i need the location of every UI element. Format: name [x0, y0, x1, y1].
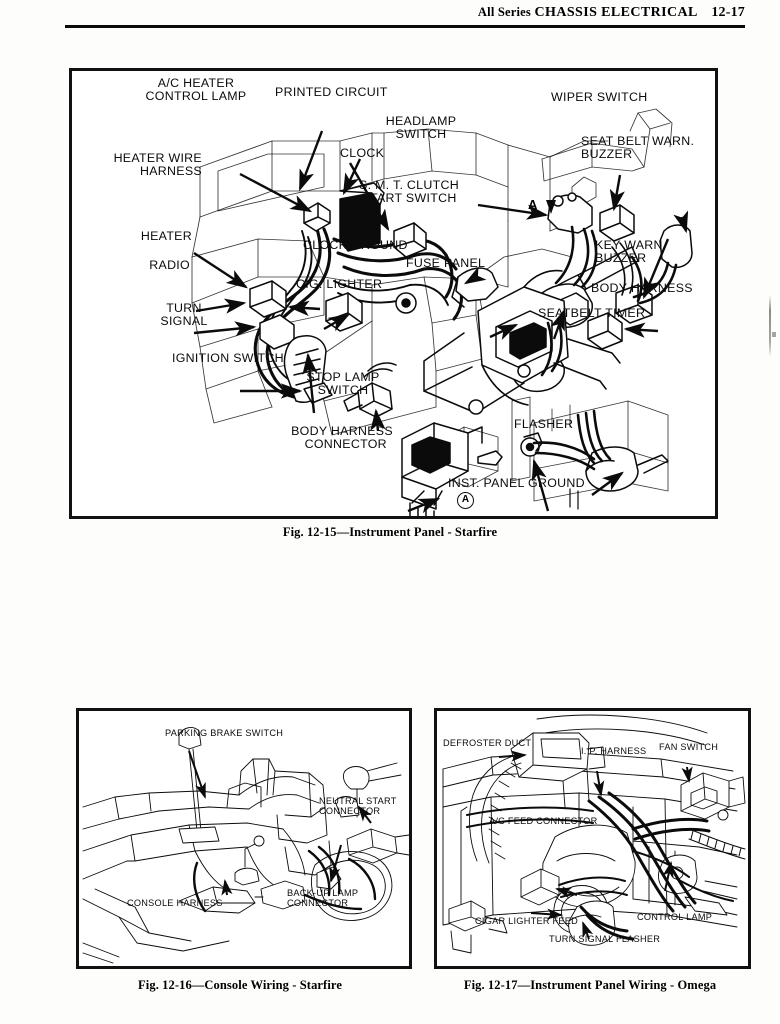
- label-ac-feed-connector: A/C FEED CONNECTOR: [489, 816, 598, 826]
- label-clock: CLOCK: [340, 146, 385, 160]
- label-control-lamp: CONTROL LAMP: [637, 912, 713, 922]
- label-back-up-lamp-connector: BACK-UP LAMP CONNECTOR: [287, 888, 359, 908]
- figure-12-15-frame: A/C HEATER CONTROL LAMP PRINTED CIRCUIT …: [69, 68, 718, 519]
- label-heater-wire-harness: HEATER WIRE HARNESS: [113, 151, 202, 178]
- label-turn-signal-flasher: TURN SIGNAL FLASHER: [549, 934, 661, 944]
- a-arrow-marker: A: [528, 197, 538, 212]
- label-key-warn-buzzer: KEY WARN. BUZZER: [595, 238, 667, 265]
- page-edge-artifact: [769, 295, 771, 357]
- label-fuse-panel: FUSE PANEL: [406, 256, 486, 270]
- label-console-harness: CONSOLE HARNESS: [127, 898, 223, 908]
- label-clock-ground: CLOCK GROUND: [303, 238, 408, 252]
- label-neutral-start-connector: NEUTRAL START CONNECTOR: [319, 796, 397, 816]
- label-ignition-switch: IGNITION SWITCH: [172, 351, 284, 365]
- label-body-harness-connector: BODY HARNESS CONNECTOR: [291, 424, 393, 451]
- instrument-panel-wiring-artwork: [437, 711, 748, 966]
- label-cig-lighter: CIG. LIGHTER: [296, 277, 383, 291]
- label-turn-signal: TURN SIGNAL: [160, 301, 208, 328]
- label-seatbelt-timer: SEATBELT TIMER: [538, 306, 646, 320]
- label-seat-belt-warn-buzzer: SEAT BELT WARN. BUZZER: [581, 134, 695, 161]
- label-headlamp-switch: HEADLAMP SWITCH: [385, 114, 457, 141]
- instrument-panel-artwork: [72, 71, 715, 516]
- page-number: 12-17: [711, 5, 745, 20]
- label-stop-lamp-switch: STOP LAMP SWITCH: [306, 370, 380, 397]
- label-flasher: FLASHER: [514, 417, 574, 431]
- label-fan-switch: FAN SWITCH: [659, 742, 719, 752]
- label-printed-circuit: PRINTED CIRCUIT: [275, 85, 388, 99]
- header-rule: [65, 25, 745, 28]
- figure-12-16-caption: Fig. 12-16—Console Wiring - Starfire: [138, 978, 342, 992]
- page-edge-speck: [772, 332, 776, 337]
- label-ip-harness: I. P. HARNESS: [581, 746, 647, 756]
- a-marker-arrow-icon: [546, 200, 556, 214]
- label-body-harness: BODY HARNESS: [591, 281, 693, 295]
- running-head: All Series CHASSIS ELECTRICAL 12-17: [0, 4, 745, 21]
- label-inst-panel-ground: INST. PANEL GROUND: [448, 476, 585, 490]
- label-wiper-switch: WIPER SWITCH: [551, 90, 648, 104]
- label-radio: RADIO: [149, 258, 190, 272]
- label-defroster-duct: DEFROSTER DUCT: [443, 738, 532, 748]
- running-head-series: All Series: [477, 5, 531, 19]
- label-cigar-lighter-feed: CIGAR LIGHTER FEED: [475, 916, 579, 926]
- label-parking-brake-switch: PARKING BRAKE SWITCH: [165, 728, 284, 738]
- a-circle-marker: A: [457, 492, 474, 509]
- label-heater: HEATER: [140, 229, 192, 243]
- label-smt-clutch-start-switch: S. M. T. CLUTCH START SWITCH: [359, 178, 459, 205]
- figure-12-16-frame: PARKING BRAKE SWITCH NEUTRAL START CONNE…: [76, 708, 412, 969]
- running-head-section-title: CHASSIS ELECTRICAL: [534, 5, 698, 20]
- figure-12-17-caption: Fig. 12-17—Instrument Panel Wiring - Ome…: [463, 978, 717, 992]
- label-ac-heater-control-lamp: A/C HEATER CONTROL LAMP: [145, 76, 247, 103]
- console-wiring-artwork: [79, 711, 409, 966]
- figure-12-15-caption: Fig. 12-15—Instrument Panel - Starfire: [282, 525, 498, 539]
- figure-12-17-frame: DEFROSTER DUCT I. P. HARNESS FAN SWITCH …: [434, 708, 751, 969]
